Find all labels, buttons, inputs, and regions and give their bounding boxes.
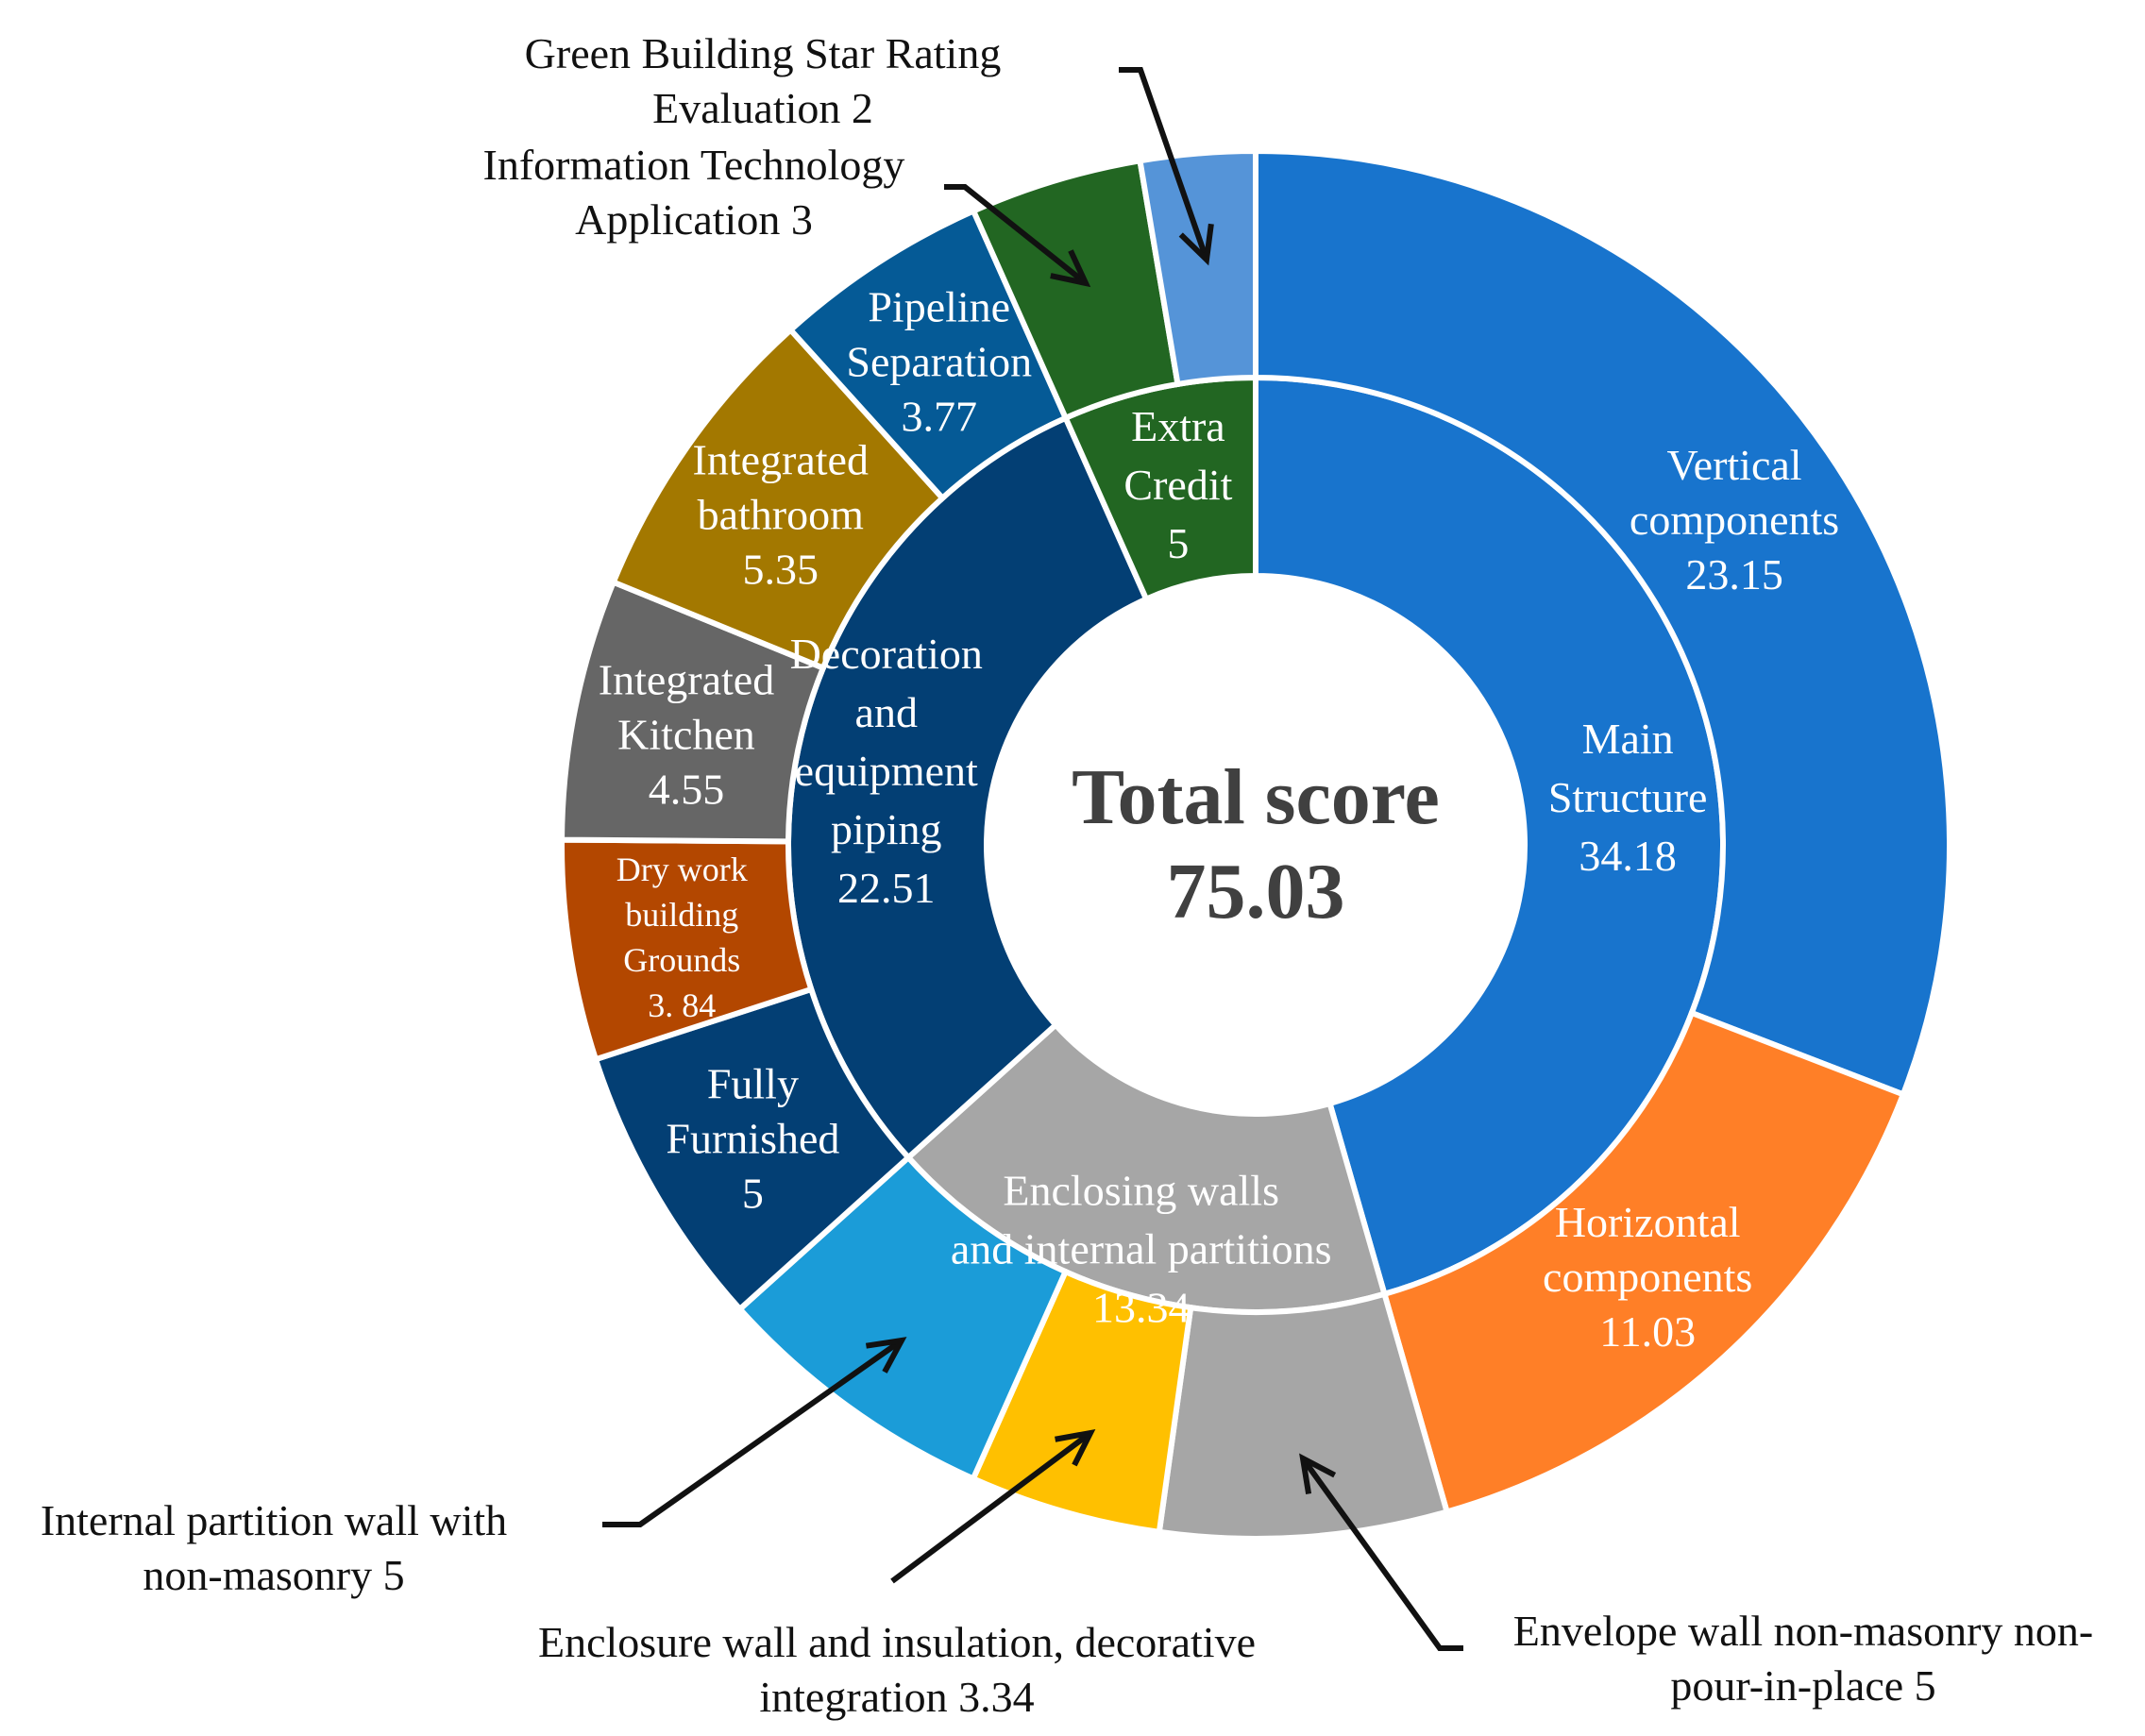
external-label-enclosure-wall-and-insulation-decorative-integration-3-34: Enclosure wall and insulation, decorativ… — [538, 1618, 1256, 1721]
leader-arrowhead-information-technology-application-3 — [1050, 249, 1091, 288]
outer-segment-green-building-star-rating-evaluation-2 — [1137, 147, 1258, 388]
segments-layer — [558, 147, 1952, 1542]
center-label: Total score — [1072, 753, 1440, 841]
outer-segment-vertical-components — [1253, 147, 1952, 1099]
external-label-envelope-wall-non-masonry-non-pour-in-place-5: Envelope wall non-masonry non-pour-in-pl… — [1513, 1607, 2093, 1710]
leader-arrowhead-internal-partition-wall-with-non-masonry-5 — [865, 1337, 907, 1374]
leaders-layer — [602, 67, 1463, 1651]
center-value: 75.03 — [1167, 848, 1345, 935]
leader-line-enclosure-wall-and-insulation-decorative-integration-3-34 — [890, 1430, 1092, 1584]
leader-arrowhead-enclosure-wall-and-insulation-decorative-integration-3-34 — [1055, 1428, 1096, 1467]
leader-line-green-building-star-rating-evaluation-2 — [1119, 67, 1209, 261]
outer-segment-horizontal-components — [1380, 1009, 1907, 1516]
leader-line-internal-partition-wall-with-non-masonry-5 — [602, 1338, 904, 1527]
leader-arrowhead-envelope-wall-non-masonry-non-pour-in-place-5 — [1299, 1453, 1337, 1495]
leader-arrowhead-green-building-star-rating-evaluation-2 — [1178, 223, 1214, 266]
leader-line-envelope-wall-non-masonry-non-pour-in-place-5 — [1300, 1457, 1463, 1651]
leader-line-information-technology-application-3 — [944, 184, 1088, 286]
